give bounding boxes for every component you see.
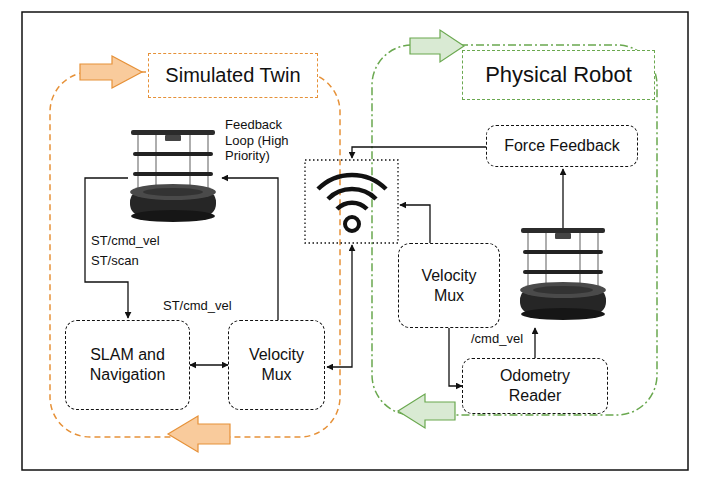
signal-label: /cmd_vel: [470, 331, 524, 347]
node-text: Force Feedback: [504, 136, 620, 156]
node-text: Velocity Mux: [237, 345, 317, 385]
process-box: Odometry Reader: [462, 358, 608, 414]
signal-label: Feedback Loop (High Priority): [224, 117, 300, 164]
process-box: Force Feedback: [486, 125, 638, 167]
signal-label: ST/cmd_vel: [162, 298, 233, 314]
process-box: SLAM and Navigation: [65, 320, 190, 410]
node-text: Simulated Twin: [165, 63, 300, 88]
node-text: Velocity Mux: [409, 266, 489, 306]
signal-label: ST/cmd_vel: [90, 233, 161, 249]
node-text: Physical Robot: [485, 61, 632, 89]
node-text: SLAM and Navigation: [75, 345, 180, 385]
title-box: Physical Robot: [462, 50, 655, 100]
node-text: Odometry Reader: [488, 366, 583, 406]
connector: [190, 364, 228, 365]
process-box: Velocity Mux: [228, 320, 325, 410]
signal-label: ST/scan: [90, 253, 140, 269]
process-box: Velocity Mux: [398, 243, 500, 328]
connector: [449, 328, 462, 386]
title-box: Simulated Twin: [148, 53, 318, 98]
